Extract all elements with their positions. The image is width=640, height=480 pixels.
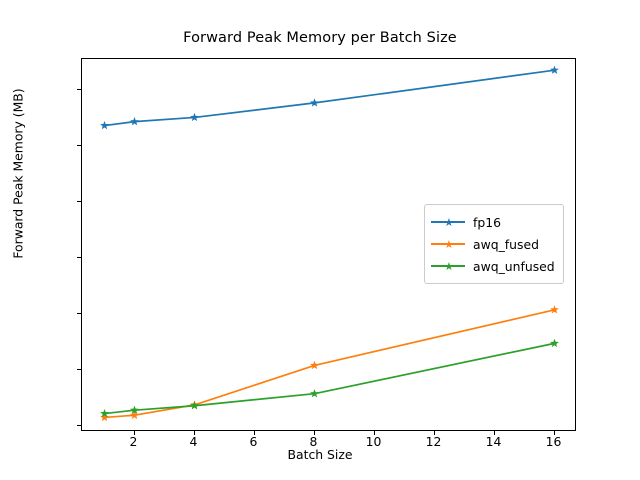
x-tick-label: 10 <box>365 434 382 449</box>
legend-item-awq_unfused[interactable]: ★ awq_unfused <box>431 255 555 277</box>
data-point-marker <box>190 112 199 122</box>
series-line <box>104 308 555 419</box>
x-tick-mark <box>193 431 195 435</box>
x-tick-label: 8 <box>309 434 318 449</box>
y-tick-mark <box>77 201 81 203</box>
data-point-marker <box>550 65 559 74</box>
series-fp16 <box>100 65 559 130</box>
plot-area <box>81 58 576 431</box>
legend-label: awq_fused <box>473 236 539 252</box>
y-tick-mark <box>77 145 81 147</box>
legend-line <box>431 243 465 245</box>
legend-item-fp16[interactable]: ★ fp16 <box>431 211 555 233</box>
legend-star-icon: ★ <box>444 260 454 273</box>
data-point-marker <box>100 412 109 422</box>
plot-series-svg <box>100 65 559 422</box>
legend-swatch: ★ <box>431 215 465 229</box>
x-tick-mark <box>313 431 315 435</box>
x-axis-label: Batch Size <box>287 447 353 462</box>
legend-item-awq_fused[interactable]: ★ awq_fused <box>431 233 555 255</box>
x-tick-mark <box>433 431 435 435</box>
legend-swatch: ★ <box>431 237 465 251</box>
x-tick-mark <box>373 431 375 435</box>
x-tick-mark <box>253 431 255 435</box>
x-tick-mark <box>553 431 555 435</box>
legend-star-icon: ★ <box>444 238 454 251</box>
series-awq_fused <box>100 305 559 422</box>
data-point-marker <box>310 98 319 107</box>
legend-swatch: ★ <box>431 259 465 273</box>
legend-line <box>431 265 465 267</box>
series-line <box>104 69 555 127</box>
data-point-marker <box>310 389 319 398</box>
legend-label: awq_unfused <box>473 258 555 274</box>
series-awq_unfused <box>100 338 559 418</box>
x-tick-label: 4 <box>189 434 198 449</box>
data-point-marker <box>100 120 109 130</box>
y-tick-mark <box>77 424 81 426</box>
y-axis-label: Forward Peak Memory (MB) <box>10 88 26 259</box>
data-point-marker <box>190 401 199 410</box>
x-tick-label: 6 <box>249 434 258 449</box>
x-tick-label: 2 <box>129 434 138 449</box>
y-tick-mark <box>77 257 81 259</box>
legend-label: fp16 <box>473 214 501 230</box>
x-tick-mark <box>133 431 135 435</box>
legend-line <box>431 221 465 223</box>
data-point-marker <box>100 408 109 418</box>
data-point-marker <box>310 360 319 370</box>
data-point-marker <box>130 117 139 126</box>
legend-star-icon: ★ <box>444 216 454 229</box>
data-point-marker <box>130 410 139 419</box>
y-tick-mark <box>77 313 81 314</box>
x-tick-label: 16 <box>545 434 562 449</box>
data-point-marker <box>550 338 559 348</box>
data-point-marker <box>130 405 139 414</box>
x-tick-label: 12 <box>425 434 442 449</box>
data-point-marker <box>550 305 559 314</box>
x-tick-mark <box>493 431 495 435</box>
chart-title: Forward Peak Memory per Batch Size <box>183 30 457 46</box>
series-line <box>104 342 555 415</box>
y-tick-mark <box>77 368 81 370</box>
chart-legend: ★ fp16 ★ awq_fused ★ awq_unfused <box>424 204 564 284</box>
y-tick-mark <box>77 89 81 91</box>
x-tick-label: 14 <box>485 434 502 449</box>
